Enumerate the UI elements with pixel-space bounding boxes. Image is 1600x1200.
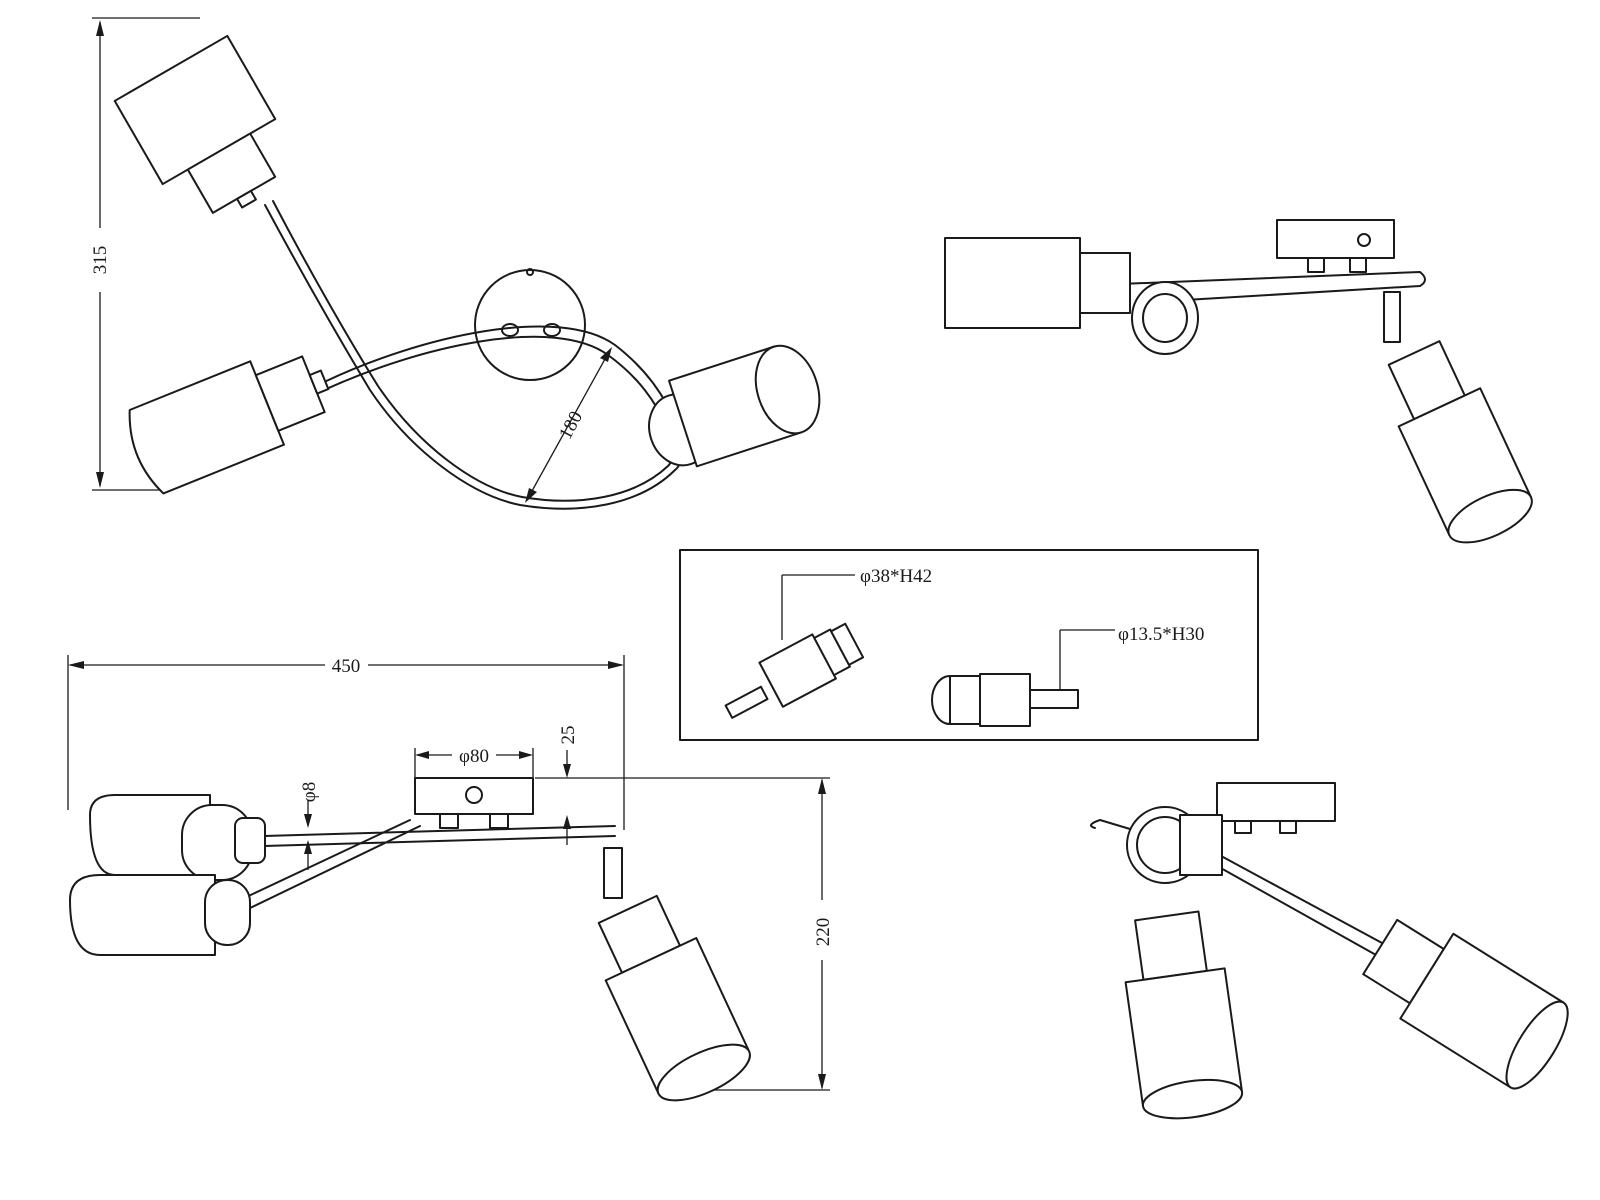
spotlight-right [648,344,821,468]
arm-dimension-label: 180 [555,408,587,443]
socket-large-label: φ38*H42 [860,566,932,587]
socket-detail-box: φ38*H42 φ13.5*H30 [679,549,1259,741]
width-dimension-label: 450 [332,656,361,677]
ceiling-plate [474,268,586,381]
perspective-view [1090,782,1569,1120]
width-dimension: 450 [67,655,625,830]
curved-arm [264,204,683,510]
rod-diameter-dimension: φ8 [299,782,320,870]
spotlight-top-left [113,34,277,214]
socket-small-label: φ13.5*H30 [1118,624,1204,645]
drop-dimension: 220 [535,777,834,1091]
drop-dimension-label: 220 [813,918,834,947]
height-dimension: 315 [90,17,200,491]
spotlight-lower-left [128,355,330,495]
base-height-label: 25 [558,726,579,745]
height-dimension-label: 315 [90,246,111,275]
side-base-plate [1276,219,1395,259]
side-view [944,219,1533,544]
base-diameter-label: φ80 [459,746,489,767]
base-height-dimension: 25 [558,726,579,845]
top-view: 315 180 [90,17,821,510]
rod-diameter-label: φ8 [299,782,320,802]
front-view: 450 φ80 25 φ8 [67,655,834,1102]
base-diameter-dimension: φ80 [414,746,534,780]
